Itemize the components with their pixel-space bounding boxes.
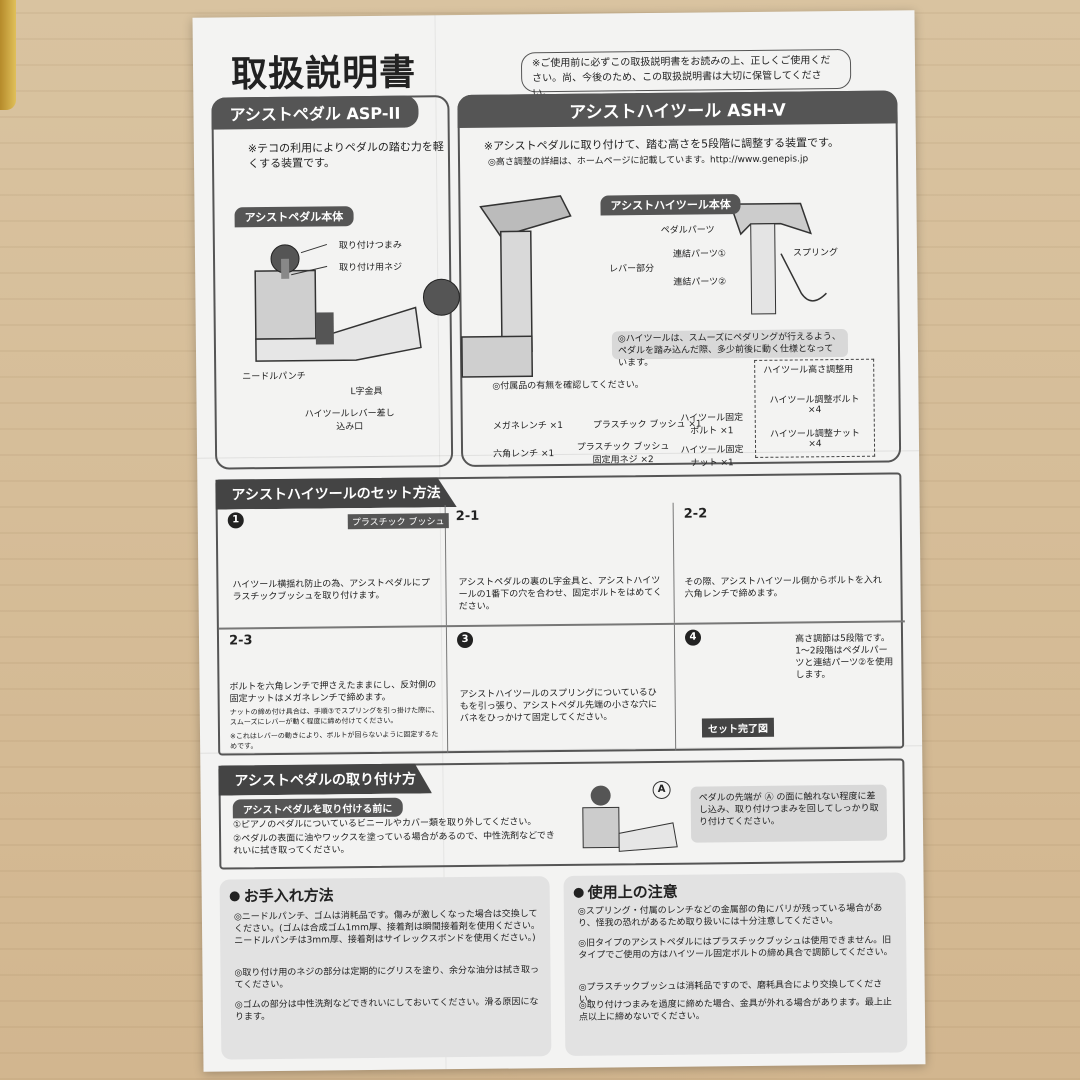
marker-a: A <box>652 780 671 800</box>
accessory-nut: ハイツール固定ナット ×1 <box>680 445 744 469</box>
step-2-1: 2-1 アシストペダルの裏のL字金具と、アシストハイツールの1番下の穴を合わせ、… <box>445 502 675 626</box>
accessory-bolt: ハイツール固定ボルト ×1 <box>680 413 744 437</box>
step-3-text: アシストハイツールのスプリングについているひもを引っ張り、アシストペダル先端の小… <box>459 687 658 725</box>
usage-notice: ※ご使用前に必ずこの取扱説明書をお読みの上、正しくご使用ください。尚、今後のため… <box>520 48 852 99</box>
step-2-3-num: 2-3 <box>228 633 253 649</box>
extra-box-title: ハイツール高さ調整用 <box>763 364 854 376</box>
step-2-2-num: 2-2 <box>683 506 708 522</box>
extra-parts-box: ハイツール高さ調整用 ハイツール調整ボルト ×4 ハイツール調整ナット ×4 <box>754 358 876 458</box>
step-1-num: 1 <box>227 512 244 529</box>
care-title-text: お手入れ方法 <box>243 886 334 906</box>
caution-title: 使用上の注意 <box>573 881 678 903</box>
accessory-hex: 六角レンチ ×1 <box>493 449 555 460</box>
set-complete-badge: セット完了図 <box>701 717 775 738</box>
step-2-2-text: その際、アシストハイツール側からボルトを入れ六角レンチで締めます。 <box>684 575 882 600</box>
extra-bolt: ハイツール調整ボルト ×4 <box>769 394 860 416</box>
care-item-2: ◎取り付け用のネジの部分は定期的にグリスを塗り、余分な油分は拭き取ってください。 <box>234 965 540 991</box>
part-link-1: 連結パーツ① <box>672 249 726 260</box>
caution-item-1: ◎スプリング・付属のレンチなどの金属部の角にバリが残っている場合があり、怪我の恐… <box>577 903 883 929</box>
part-link-2: 連結パーツ② <box>673 277 727 288</box>
extra-nut: ハイツール調整ナット ×4 <box>769 428 860 450</box>
pedal-panel: アシストペダル ASP-II ※テコの利用によりペダルの踏む力を軽くする装置です… <box>211 95 454 470</box>
bullet-icon <box>229 891 240 902</box>
step-3: 3 アシストハイツールのスプリングについているひもを引っ張り、アシストペダル先端… <box>446 624 677 754</box>
hightool-note-box: ◎ハイツールは、スムーズにペダリングが行えるよう、ペダルを踏み込んだ際、多少前後… <box>611 328 849 368</box>
instruction-sheet: 取扱説明書 ※ご使用前に必ずこの取扱説明書をお読みの上、正しくご使用ください。尚… <box>192 10 926 1072</box>
care-item-3: ◎ゴムの部分は中性洗剤などできれいにしておいてください。滑る原因になります。 <box>234 997 539 1023</box>
attach-section: アシストペダルの取り付け方 アシストペダルを取り付ける前に ①ピアノのペダルにつ… <box>218 758 906 870</box>
caution-title-text: 使用上の注意 <box>587 882 678 902</box>
step-1-label: プラスチック ブッシュ <box>347 513 449 530</box>
attach-before-title: アシストペダルを取り付ける前に <box>232 797 403 819</box>
accessory-screw: プラスチック ブッシュ固定用ネジ ×2 <box>576 441 670 466</box>
step-1: 1 プラスチック ブッシュ ハイツール横揺れ防止の為、アシストペダルにプラスチッ… <box>217 505 449 628</box>
step-2-3-small-2: ※これはレバーの動きにより、ボルトが回らないように固定するためです。 <box>229 730 439 751</box>
brass-object-edge <box>0 0 16 110</box>
setup-section: アシストハイツールのセット方法 1 プラスチック ブッシュ ハイツール横揺れ防止… <box>215 472 905 756</box>
attach-illustration <box>582 785 678 852</box>
attach-item-1: ①ピアノのペダルについているビニールやカバー類を取り外してください。 <box>232 817 537 831</box>
step-4-num: 4 <box>684 629 702 646</box>
care-item-1: ◎ニードルパンチ、ゴムは消耗品です。傷みが激しくなった場合は交換してください。(… <box>233 909 540 947</box>
step-2-1-num: 2-1 <box>455 508 480 525</box>
step-2-3: 2-3 ボルトを六角レンチで押さえたままにし、反対側の固定ナットはメガネレンチで… <box>218 627 449 756</box>
hightool-illustration <box>422 195 827 378</box>
attach-note: ペダルの先端が Ⓐ の面に触れない程度に差し込み、取り付けつまみを回してしっかり… <box>698 791 879 828</box>
pedal-illustration <box>254 243 422 362</box>
attach-tab: アシストペダルの取り付け方 <box>218 763 432 795</box>
step-2-3-small-1: ナットの締め付け具合は、手順③でスプリングを引っ掛けた際に、スムーズにレバーが動… <box>229 706 439 727</box>
care-panel: お手入れ方法 ◎ニードルパンチ、ゴムは消耗品です。傷みが激しくなった場合は交換し… <box>219 876 552 1060</box>
accessory-wrench: メガネレンチ ×1 <box>492 420 563 432</box>
bullet-icon <box>573 887 584 898</box>
attach-note-box: ペダルの先端が Ⓐ の面に触れない程度に差し込み、取り付けつまみを回してしっかり… <box>690 784 888 843</box>
document-title: 取扱説明書 <box>230 52 417 96</box>
part-pedal: ペダルパーツ <box>660 225 715 236</box>
step-4: 4 高さ調節は5段階です。1〜2段階はペダルパーツと連結パーツ②を使用します。 … <box>675 622 904 750</box>
step-2-1-text: アシストペダルの裏のL字金具と、アシストハイツールの1番下の穴を合わせ、固定ボル… <box>458 575 663 613</box>
attach-item-2: ②ペダルの表面に油やワックスを塗っている場合があるので、中性洗剤などできれいに拭… <box>233 831 555 857</box>
caution-item-4: ◎取り付けつまみを過度に締めた場合、金具が外れる場合があります。最上止点以上に締… <box>578 997 892 1023</box>
caution-panel: 使用上の注意 ◎スプリング・付属のレンチなどの金属部の角にバリが残っている場合が… <box>563 872 908 1056</box>
hightool-panel: アシストハイツール ASH-V ※アシストペダルに取り付けて、踏む高さを5段階に… <box>422 90 902 469</box>
step-1-text: ハイツール横揺れ防止の為、アシストペダルにプラスチックブッシュを取り付けます。 <box>232 578 430 603</box>
step-2-3-text: ボルトを六角レンチで押さえたままにし、反対側の固定ナットはメガネレンチで締めます… <box>229 680 437 705</box>
hightool-body-label: アシストハイツール本体 <box>600 194 741 216</box>
step-3-num: 3 <box>456 631 474 649</box>
step-2-2: 2-2 その際、アシストハイツール側からボルトを入れ六角レンチで締めます。 <box>674 500 903 622</box>
caution-item-2: ◎旧タイプのアシストペダルにはプラスチックブッシュは使用できません。旧タイプでご… <box>578 935 893 961</box>
part-spring: スプリング <box>792 248 839 259</box>
part-lever: レバー部分 <box>609 263 655 275</box>
care-title: お手入れ方法 <box>229 884 334 906</box>
accessory-check: ◎付属品の有無を確認してください。 <box>492 380 644 392</box>
step-4-text: 高さ調節は5段階です。1〜2段階はペダルパーツと連結パーツ②を使用します。 <box>794 633 894 681</box>
